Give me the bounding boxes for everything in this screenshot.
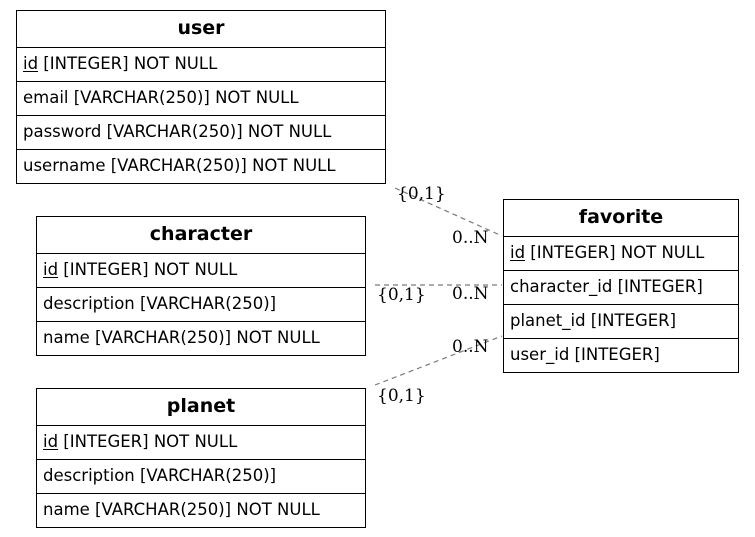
entity-character[interactable]: character id [INTEGER] NOT NULL descript…: [36, 216, 366, 356]
cardinality-favorite-character-side: 0..N: [452, 284, 489, 304]
entity-field-pk: id [INTEGER] NOT NULL: [17, 48, 385, 82]
entity-favorite[interactable]: favorite id [INTEGER] NOT NULL character…: [503, 199, 739, 373]
cardinality-favorite-planet-side: 0..N: [452, 337, 489, 357]
entity-field-pk: id [INTEGER] NOT NULL: [37, 254, 365, 288]
entity-field: username [VARCHAR(250)] NOT NULL: [23, 156, 336, 175]
primary-key: id: [510, 243, 526, 262]
entity-planet[interactable]: planet id [INTEGER] NOT NULL description…: [36, 388, 366, 528]
entity-title: user: [17, 11, 385, 48]
primary-key: id: [43, 432, 59, 451]
entity-field-pk: id [INTEGER] NOT NULL: [37, 426, 365, 460]
cardinality-planet-side: {0,1}: [377, 386, 426, 406]
entity-title: favorite: [504, 200, 738, 237]
entity-field: description [VARCHAR(250)]: [37, 460, 365, 494]
entity-title: planet: [37, 389, 365, 426]
entity-field: email [VARCHAR(250)] NOT NULL: [17, 82, 385, 116]
entity-field: user_id [INTEGER]: [510, 345, 660, 364]
cardinality-favorite-user-side: 0..N: [452, 228, 489, 248]
entity-field: planet_id [INTEGER]: [504, 305, 738, 339]
entity-field: name [VARCHAR(250)] NOT NULL: [43, 500, 320, 519]
primary-key: id: [23, 54, 39, 73]
entity-field: description [VARCHAR(250)]: [37, 288, 365, 322]
entity-field-pk: id [INTEGER] NOT NULL: [504, 237, 738, 271]
field-type: [INTEGER] NOT NULL: [58, 260, 238, 279]
field-type: [INTEGER] NOT NULL: [58, 432, 238, 451]
field-type: [INTEGER] NOT NULL: [38, 54, 218, 73]
cardinality-character-side: {0,1}: [377, 285, 426, 305]
entity-user[interactable]: user id [INTEGER] NOT NULL email [VARCHA…: [16, 10, 386, 184]
field-type: [INTEGER] NOT NULL: [525, 243, 705, 262]
entity-field: password [VARCHAR(250)] NOT NULL: [17, 116, 385, 150]
relation-line-planet-favorite: [374, 335, 503, 386]
entity-field: name [VARCHAR(250)] NOT NULL: [43, 328, 320, 347]
entity-title: character: [37, 217, 365, 254]
relation-line-user-favorite: [394, 187, 503, 237]
cardinality-user-side: {0,1}: [397, 184, 446, 204]
primary-key: id: [43, 260, 59, 279]
entity-field: character_id [INTEGER]: [504, 271, 738, 305]
